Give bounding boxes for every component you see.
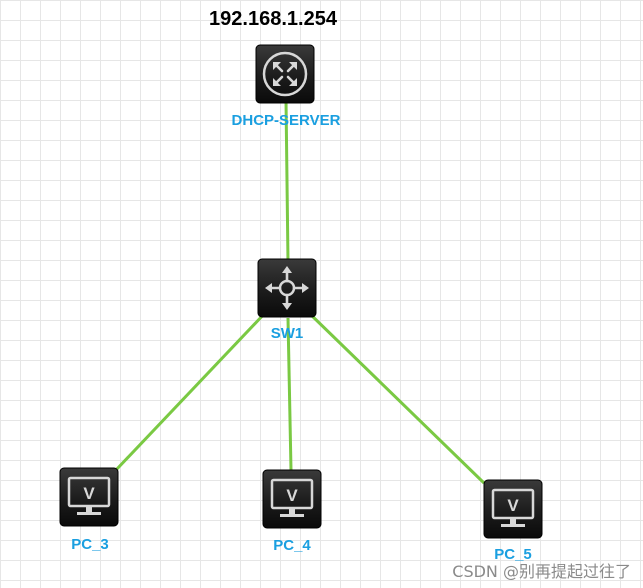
pc-icon: V	[483, 479, 543, 539]
pc5-label: PC_5	[494, 546, 532, 563]
dhcp-server-node[interactable]	[255, 44, 315, 104]
sw1-label: SW1	[270, 325, 304, 342]
link-dhcp-sw1	[284, 99, 290, 263]
server-ip-label: 192.168.1.254	[209, 8, 337, 30]
pc5-node[interactable]: V	[483, 479, 543, 539]
link-sw1-pc5	[306, 310, 486, 485]
pc3-label: PC_3	[71, 536, 109, 553]
svg-text:V: V	[83, 484, 95, 503]
switch-icon	[257, 258, 317, 318]
link-sw1-pc3	[114, 310, 268, 472]
svg-text:V: V	[286, 486, 298, 505]
link-sw1-pc4	[286, 317, 293, 471]
pc-icon: V	[59, 467, 119, 527]
svg-text:V: V	[507, 496, 519, 515]
pc3-node[interactable]: V	[59, 467, 119, 527]
pc4-node[interactable]: V	[262, 469, 322, 529]
sw1-node[interactable]	[257, 258, 317, 318]
pc-icon: V	[262, 469, 322, 529]
csdn-watermark: CSDN @别再提起过往了	[452, 562, 631, 581]
dhcp-server-label: DHCP-SERVER	[231, 112, 341, 129]
router-icon	[255, 44, 315, 104]
pc4-label: PC_4	[273, 537, 311, 554]
